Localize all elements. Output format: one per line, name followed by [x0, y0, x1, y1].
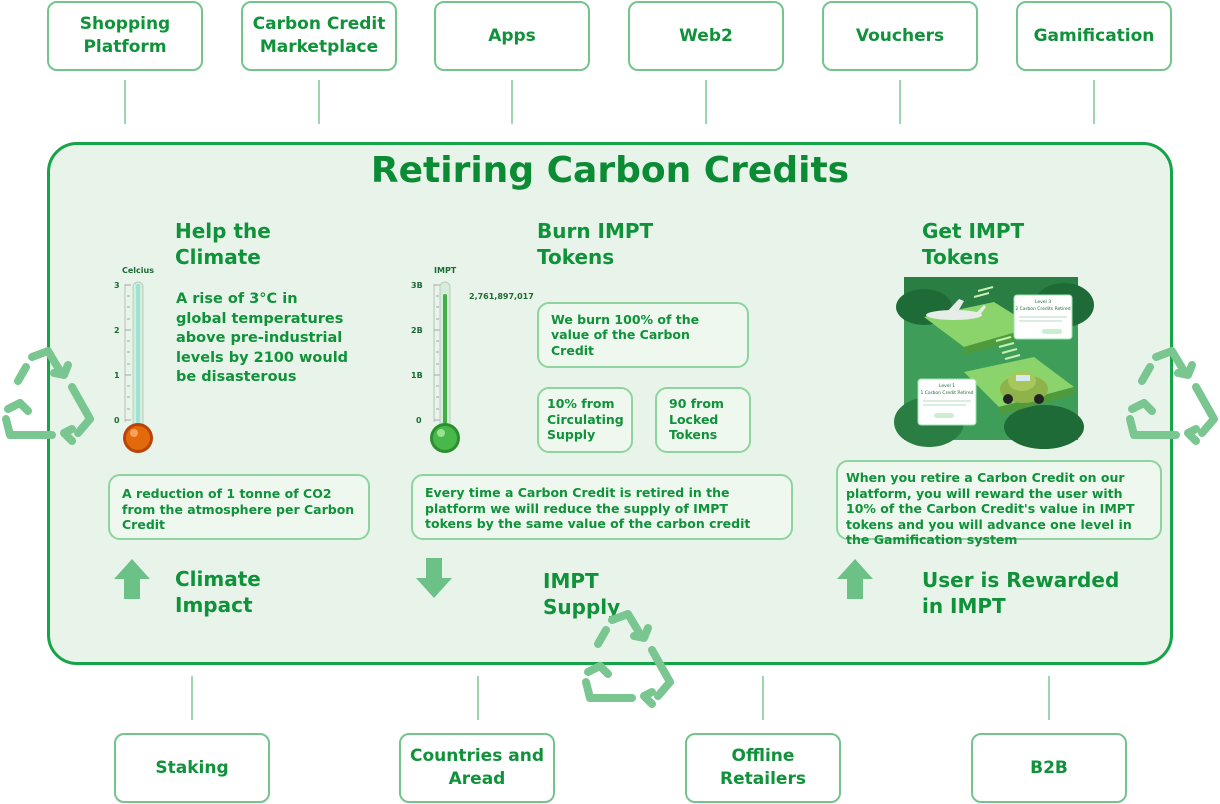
col1-heading: Help the Climate	[175, 219, 271, 269]
col2-card-burn: We burn 100% of the value of the Carbon …	[537, 302, 749, 368]
connector-line	[511, 80, 513, 124]
top-box-gamification: Gamification	[1016, 1, 1172, 71]
thermo2-tick: 1B	[411, 371, 423, 380]
bottom-box-staking: Staking	[114, 733, 270, 803]
top-box-web2: Web2	[628, 1, 784, 71]
thermometer-icon	[123, 281, 153, 453]
bottom-box-offline-retailers: Offline Retailers	[685, 733, 841, 803]
card2-level: Level 1	[939, 383, 955, 389]
top-box-label: Apps	[488, 25, 536, 46]
recycle-icon	[1126, 347, 1218, 445]
bottom-box-countries-and-aread: Countries and Aread	[399, 733, 555, 803]
connector-line	[1093, 80, 1095, 124]
thermo1-label: Celcius	[122, 266, 154, 275]
col1-card: A reduction of 1 tonne of CO2 from the a…	[108, 474, 370, 540]
col2-card-burn-text: We burn 100% of the value of the Carbon …	[551, 311, 700, 358]
thermo1-tick: 3	[114, 281, 120, 290]
thermo2-tick: 3B	[411, 281, 423, 290]
top-box-label: Shopping Platform	[79, 14, 171, 57]
thermo2-tick: 0	[416, 416, 422, 425]
top-box-carbon-credit-marketplace: Carbon Credit Marketplace	[241, 1, 397, 71]
connector-line	[124, 80, 126, 124]
thermo1-tick: 2	[114, 326, 120, 335]
col3-heading: Get IMPT Tokens	[922, 219, 1025, 269]
bottom-box-label: Countries and Aread	[409, 746, 544, 789]
top-box-vouchers: Vouchers	[822, 1, 978, 71]
impt-supply-readout: 2,761,897,017	[469, 292, 534, 301]
bottom-box-label: Staking	[155, 757, 229, 778]
connector-line	[191, 676, 193, 720]
top-box-label: Web2	[679, 25, 733, 46]
col3-footer: User is Rewarded in IMPT	[922, 568, 1120, 618]
col1-footer: Climate Impact	[175, 567, 261, 617]
col2-card-info: Every time a Carbon Credit is retired in…	[411, 474, 793, 540]
card2-title: 1 Carbon Credit Retired	[921, 390, 974, 396]
col1-text: A rise of 3°C in global temperatures abo…	[176, 291, 349, 385]
connector-line	[1048, 676, 1050, 720]
card1-level: Level 3	[1035, 299, 1051, 305]
card1-title: 2 Carbon Credits Retired	[1015, 306, 1070, 312]
col2-card-locked: 90 from Locked Tokens	[655, 387, 751, 453]
col3-card: When you retire a Carbon Credit on our p…	[836, 460, 1162, 547]
thermo1-tick: 1	[114, 371, 120, 380]
col2-footer: IMPT Supply	[543, 569, 621, 619]
bottom-box-label: B2B	[1030, 757, 1068, 778]
top-box-label: Carbon Credit Marketplace	[252, 14, 386, 57]
top-box-shopping-platform: Shopping Platform	[47, 1, 203, 71]
thermometer-icon	[430, 281, 460, 453]
gamification-illustration: Level 3 2 Carbon Credits Retired Level 1…	[894, 277, 1094, 449]
connector-line	[705, 80, 707, 124]
bottom-box-b2b: B2B	[971, 733, 1127, 803]
thermo1-tick: 0	[114, 416, 120, 425]
connector-line	[477, 676, 479, 720]
connector-line	[762, 676, 764, 720]
arrow-up-icon	[837, 559, 873, 599]
thermo2-label: IMPT	[434, 266, 457, 275]
bottom-box-label: Offline Retailers	[720, 746, 806, 789]
connector-line	[318, 80, 320, 124]
top-box-apps: Apps	[434, 1, 590, 71]
recycle-icon	[582, 610, 674, 708]
top-box-label: Vouchers	[855, 25, 945, 46]
top-box-label: Gamification	[1033, 25, 1155, 46]
connector-line	[899, 80, 901, 124]
recycle-icon	[2, 347, 94, 445]
col2-card-circulating: 10% from Circulating Supply	[537, 387, 633, 453]
thermo2-tick: 2B	[411, 326, 423, 335]
col2-heading: Burn IMPT Tokens	[537, 219, 654, 269]
arrow-down-icon	[416, 558, 452, 598]
page-title: Retiring Carbon Credits	[370, 150, 850, 191]
arrow-up-icon	[114, 559, 150, 599]
